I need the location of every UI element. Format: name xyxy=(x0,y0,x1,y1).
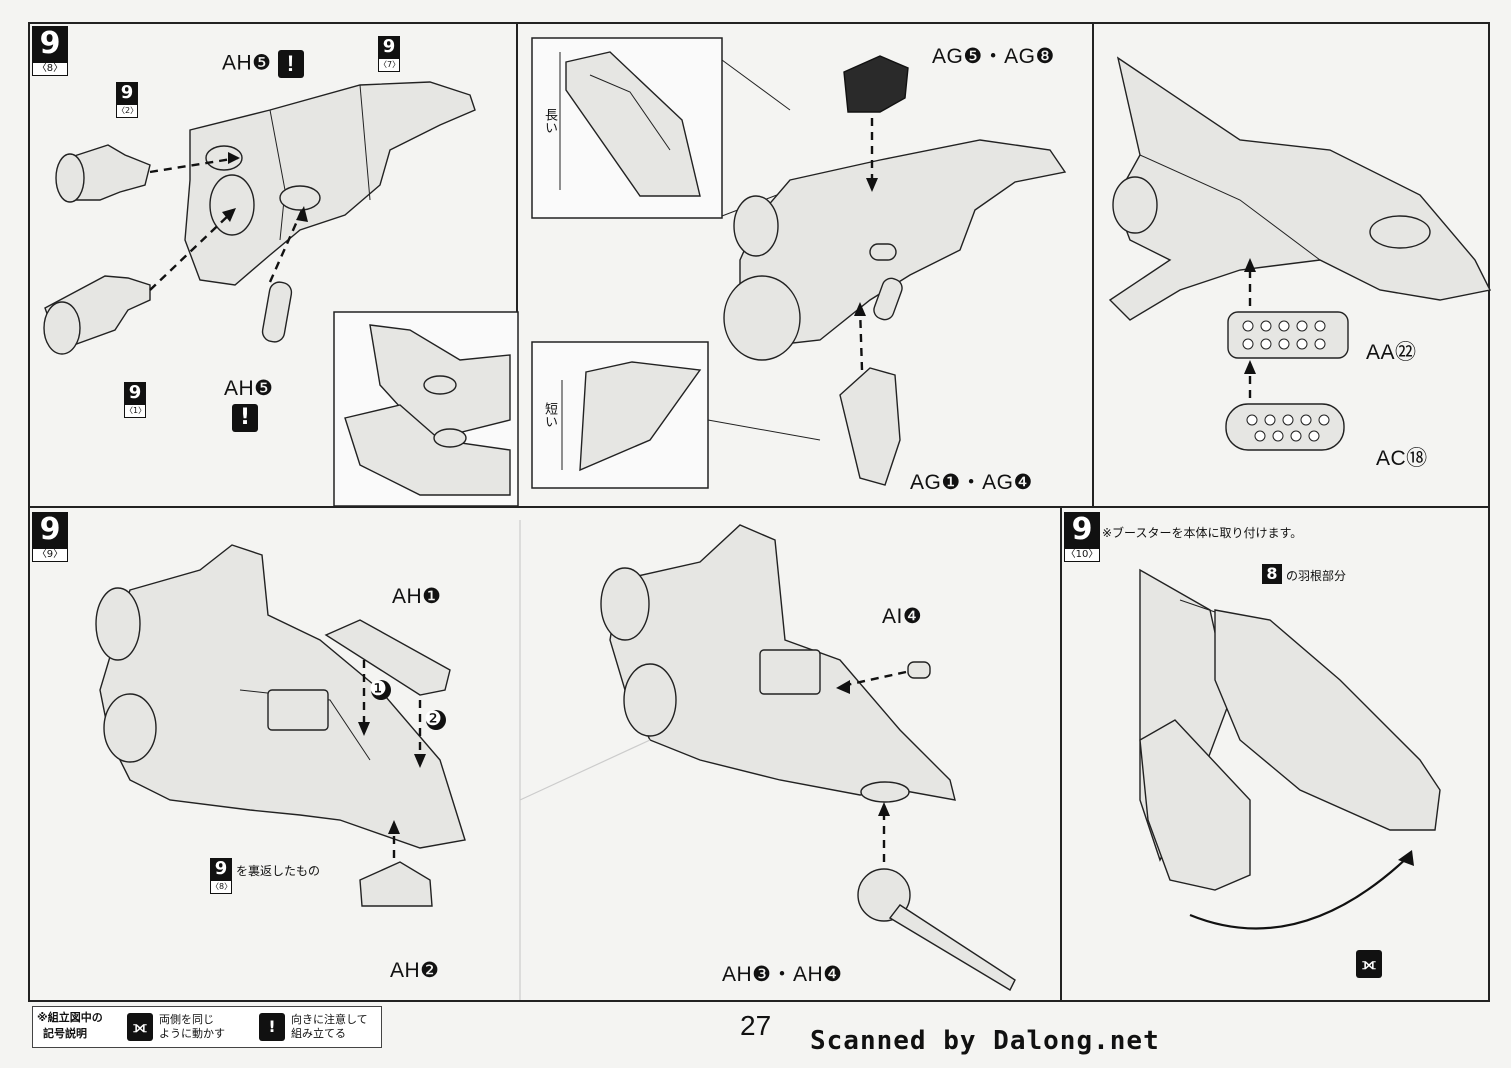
legend-item-1b: ように動かす xyxy=(159,1027,225,1040)
symbol-legend: ※組立図中の 記号説明 ⟗ 両側を同じ ように動かす ! 向きに注意して 組み立… xyxy=(32,1006,382,1048)
note-booster-attach: ※ブースターを本体に取り付けます。 xyxy=(1102,526,1303,540)
both-sides-icon: ⟗ xyxy=(1356,950,1382,978)
part-label-ag5-ag8: AG❺・AG❽ xyxy=(932,45,1055,68)
callout-long: 長い xyxy=(542,108,557,134)
legend-title-1: ※組立図中の xyxy=(37,1011,103,1024)
part-label-ag1-ag4: AG❶・AG❹ xyxy=(910,471,1033,494)
step-badge-10: 9 〈10〉 xyxy=(1064,512,1100,562)
legend-item-2a: 向きに注意して xyxy=(291,1013,368,1026)
part-label-ac18: AC⑱ xyxy=(1376,447,1428,470)
legend-item-2b: 組み立てる xyxy=(291,1027,346,1040)
step-badge-8: 9 〈8〉 xyxy=(32,26,74,76)
panel-step-10 xyxy=(1060,506,1490,1002)
step-badge-2: 9 〈2〉 xyxy=(116,82,158,118)
legend-title-2: 記号説明 xyxy=(43,1027,87,1040)
part-label-ah3-ah4: AH❸・AH❹ xyxy=(722,963,843,986)
page-number: 27 xyxy=(740,1010,772,1041)
wing-step-badge: 8 xyxy=(1262,564,1282,584)
step-badge-1: 9 〈1〉 xyxy=(124,382,166,418)
exclamation-icon: ! xyxy=(259,1013,285,1041)
part-label-ah5-top: AH❺ ! xyxy=(222,50,304,78)
step-badge-7: 9 〈7〉 xyxy=(378,36,420,72)
scanner-credit: Scanned by Dalong.net xyxy=(810,1026,1160,1056)
step-badge-8-reference: 9 〈8〉 xyxy=(210,858,252,894)
part-label-ah2: AH❷ xyxy=(390,959,440,982)
part-label-ah1: AH❶ xyxy=(392,585,442,608)
both-sides-icon: ⟗ xyxy=(127,1013,153,1041)
exclamation-icon: ! xyxy=(232,404,258,432)
step-badge-9: 9 〈9〉 xyxy=(32,512,74,562)
arrow-number-1: ❶ xyxy=(369,676,387,700)
arrow-number-2: ❷ xyxy=(424,706,442,730)
exclamation-icon: ! xyxy=(277,50,304,78)
legend-item-1a: 両側を同じ xyxy=(159,1013,214,1026)
note-wing-part: の羽根部分 xyxy=(1286,569,1347,583)
part-label-ah5-bottom: AH❺ xyxy=(224,377,274,400)
part-label-ai4: AI❹ xyxy=(882,605,923,628)
note-flipped: を裏返したもの xyxy=(236,864,321,878)
part-label-aa22: AA㉒ xyxy=(1366,341,1417,364)
callout-short: 短い xyxy=(542,402,557,428)
